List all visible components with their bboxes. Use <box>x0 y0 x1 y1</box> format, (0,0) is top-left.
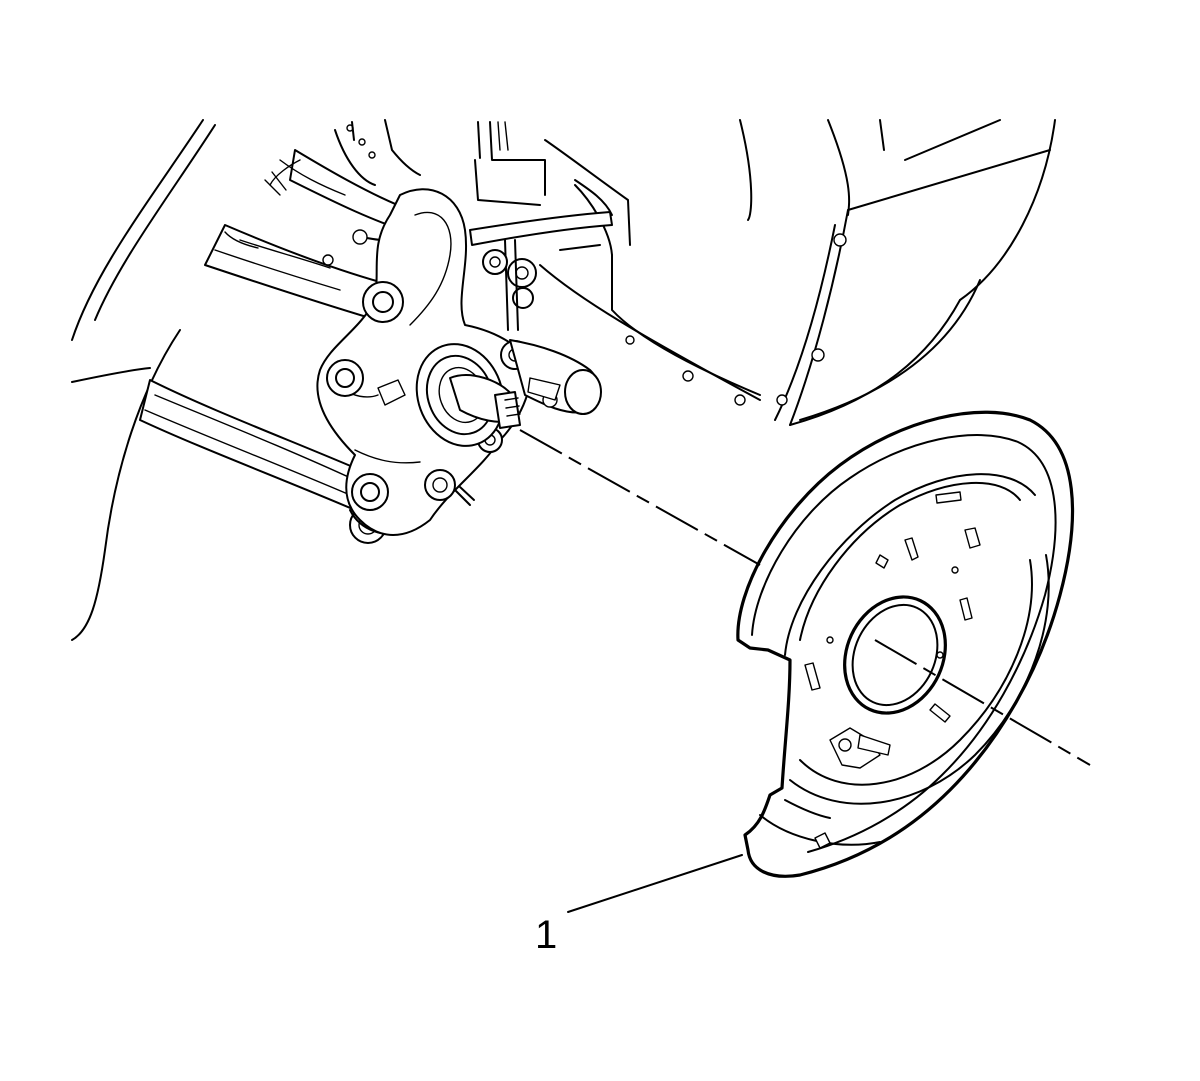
callout-1-label: 1 <box>535 913 557 957</box>
lower-link <box>509 339 602 415</box>
underbody-structure <box>334 119 761 406</box>
brake-backing-plate <box>736 410 1075 878</box>
installation-centerline <box>519 429 1091 766</box>
wheel-well-outline <box>71 119 216 641</box>
wheel-hub-bearing <box>415 343 521 447</box>
body-panel <box>739 119 1056 426</box>
stabilizer-bar <box>469 179 613 331</box>
callout-1: 1 <box>535 854 743 957</box>
